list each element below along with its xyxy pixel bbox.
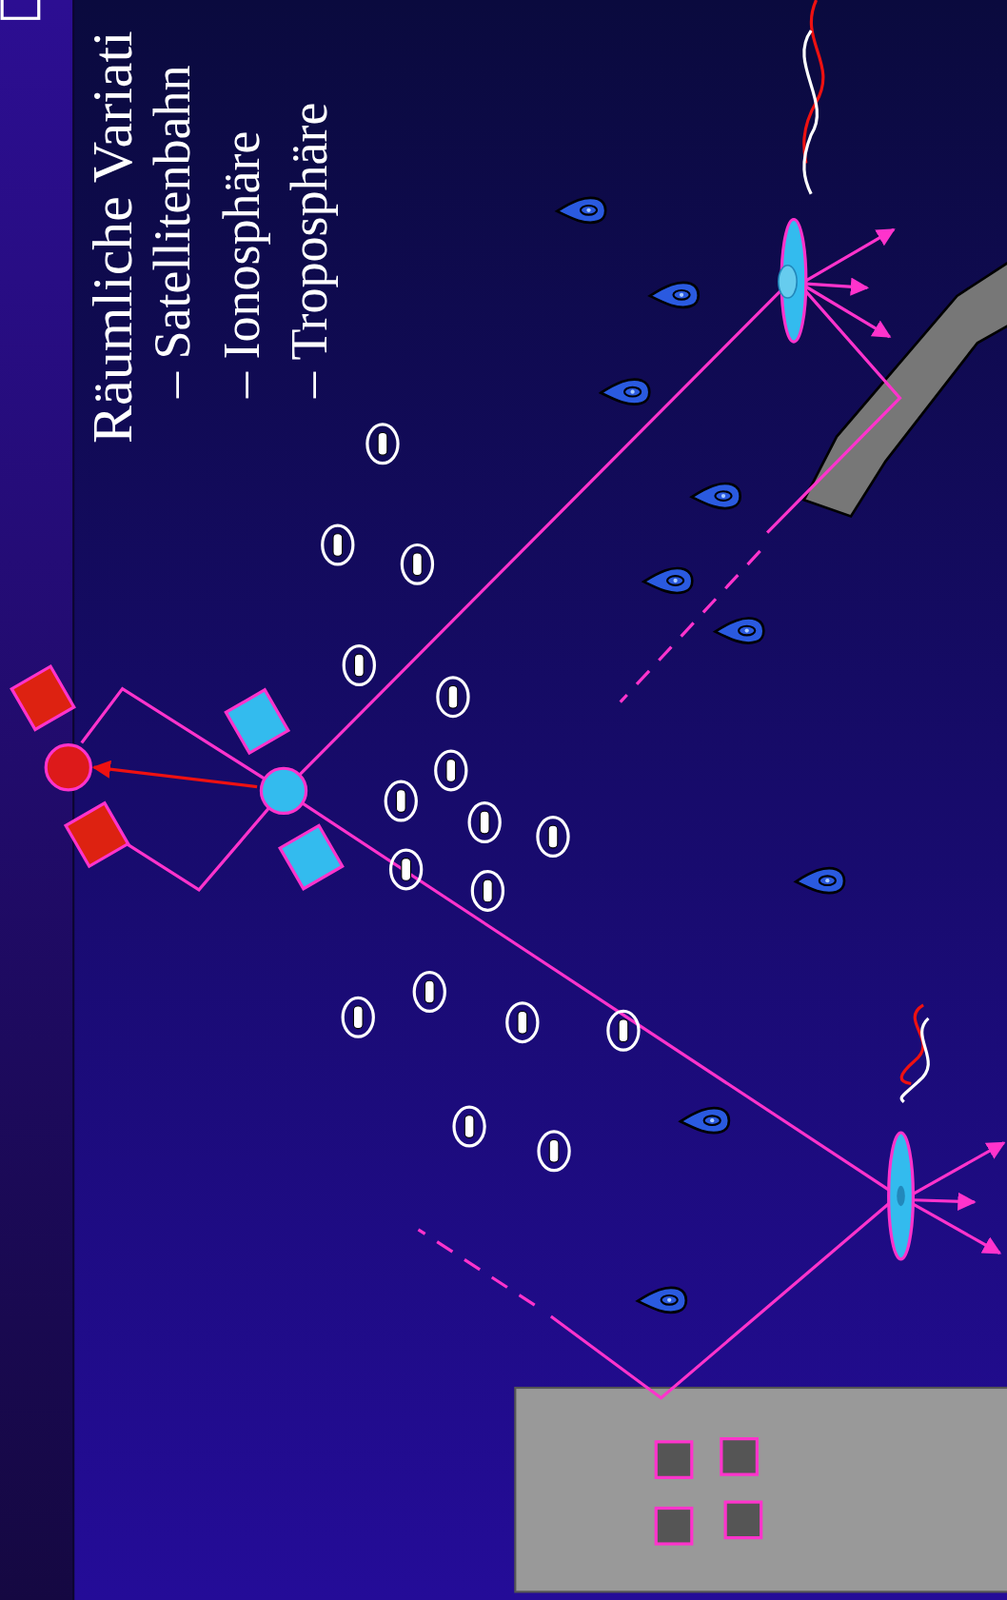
solar-panel bbox=[65, 803, 129, 867]
signal-wave bbox=[901, 1018, 929, 1103]
satellite-body bbox=[260, 768, 306, 813]
mountain bbox=[804, 260, 1007, 516]
water-drop bbox=[714, 618, 764, 644]
multipath-signal bbox=[551, 1195, 898, 1398]
ion bbox=[472, 871, 503, 911]
ion bbox=[537, 817, 569, 857]
antenna-center bbox=[896, 1185, 906, 1206]
corner-mark bbox=[1, 0, 40, 19]
antenna-dome bbox=[778, 265, 797, 298]
radiation-arrow bbox=[806, 286, 890, 337]
window bbox=[655, 1508, 692, 1545]
ion bbox=[507, 1003, 538, 1043]
ion bbox=[538, 1131, 570, 1171]
window bbox=[655, 1441, 692, 1479]
window bbox=[721, 1439, 758, 1476]
multipath-dashed bbox=[417, 1229, 534, 1305]
water-drop bbox=[795, 868, 845, 893]
bullet-item: – Ionosphäre bbox=[212, 131, 272, 398]
water-drop bbox=[650, 282, 699, 308]
ion bbox=[414, 972, 445, 1012]
ion bbox=[608, 1010, 639, 1050]
radiation-arrow bbox=[806, 283, 868, 288]
ion bbox=[391, 849, 422, 889]
radiation-arrow bbox=[912, 1200, 974, 1203]
signal-wave bbox=[804, 0, 824, 164]
side-strip bbox=[0, 0, 74, 1600]
signal-wave bbox=[804, 30, 818, 195]
ion bbox=[367, 424, 398, 464]
water-drop bbox=[691, 483, 741, 509]
ion bbox=[437, 677, 469, 717]
radiation-arrow bbox=[912, 1204, 1000, 1253]
ion bbox=[322, 525, 354, 565]
bullet-item: – Satellitenbahn bbox=[142, 65, 202, 398]
ion bbox=[343, 646, 375, 686]
water-drop bbox=[600, 379, 650, 405]
solar-panel bbox=[279, 825, 343, 889]
water-drop bbox=[637, 1287, 687, 1313]
radiation-arrow bbox=[806, 229, 894, 281]
ion bbox=[385, 781, 416, 821]
ion bbox=[435, 750, 467, 790]
window bbox=[725, 1501, 762, 1539]
signal-wave bbox=[901, 1005, 924, 1085]
water-drop bbox=[556, 197, 606, 223]
direct-signal bbox=[283, 277, 794, 791]
ion bbox=[469, 803, 500, 843]
building bbox=[514, 1387, 1007, 1592]
solar-panel bbox=[225, 690, 289, 753]
ion bbox=[454, 1106, 485, 1146]
strip-edge bbox=[72, 0, 75, 1600]
orbit-arrow bbox=[94, 767, 258, 787]
water-drop bbox=[680, 1107, 730, 1133]
ion bbox=[342, 997, 374, 1037]
radiation-arrow bbox=[912, 1143, 1004, 1195]
bullet-item: – Troposphäre bbox=[279, 101, 339, 398]
satellite-body bbox=[45, 745, 91, 790]
solar-panel bbox=[11, 666, 75, 730]
slide-title: Räumliche Variati bbox=[79, 30, 146, 444]
receiver-antenna bbox=[888, 1132, 914, 1260]
direct-signal bbox=[283, 790, 898, 1197]
water-drop bbox=[643, 568, 692, 593]
ion bbox=[401, 544, 433, 584]
